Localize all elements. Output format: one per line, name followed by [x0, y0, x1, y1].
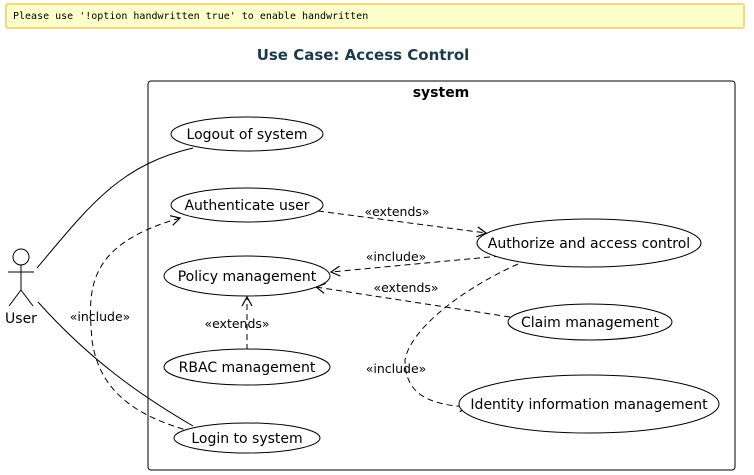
- use-case-label: Policy management: [178, 269, 317, 285]
- actor-user[interactable]: User: [5, 248, 37, 327]
- use-case-ellipse: [170, 187, 324, 223]
- use-case-logout[interactable]: Logout of system: [170, 116, 324, 152]
- label-rbac-policy: «extends»: [204, 316, 269, 331]
- association-user-login: [37, 301, 194, 427]
- use-case-claim[interactable]: Claim management: [507, 303, 673, 341]
- use-case-label: Logout of system: [187, 127, 308, 143]
- label-authorize-identity: «include»: [366, 361, 427, 376]
- use-case-authorize[interactable]: Authorize and access control: [476, 218, 702, 268]
- use-case-label: RBAC management: [179, 360, 316, 376]
- actor-label: User: [5, 311, 37, 327]
- relation-authorize-to-identity: [404, 263, 519, 413]
- use-case-ellipse: [170, 116, 324, 152]
- relation-claim-to-policy: [314, 282, 511, 318]
- use-case-label: Claim management: [521, 315, 660, 331]
- relation-authenticate-to-authorize: [317, 210, 488, 238]
- use-case-ellipse: [163, 255, 331, 297]
- diagram-title: Use Case: Access Control: [257, 46, 470, 64]
- label-login-authenticate: «include»: [70, 309, 131, 324]
- system-boundary: [147, 80, 736, 471]
- system-label: system: [413, 85, 470, 101]
- use-case-authenticate[interactable]: Authenticate user: [170, 187, 324, 223]
- use-case-rbac[interactable]: RBAC management: [163, 348, 331, 386]
- use-case-policy[interactable]: Policy management: [163, 255, 331, 297]
- actor-leg-left: [8, 289, 22, 307]
- actor-leg-right: [20, 289, 34, 307]
- use-case-ellipse: [458, 374, 720, 434]
- use-case-ellipse: [173, 422, 321, 454]
- use-case-identity[interactable]: Identity information management: [458, 374, 720, 434]
- use-case-label: Identity information management: [470, 397, 708, 413]
- use-case-label: Login to system: [191, 431, 302, 447]
- relation-authorize-to-policy: [329, 255, 501, 277]
- use-case-ellipse: [163, 348, 331, 386]
- relation-login-to-authenticate: [90, 215, 194, 433]
- use-case-ellipse: [507, 303, 673, 341]
- use-case-label: Authenticate user: [184, 198, 309, 214]
- association-user-logout: [36, 147, 194, 269]
- actor-head: [12, 248, 30, 266]
- label-authorize-policy: «include»: [366, 249, 427, 264]
- label-claim-policy: «extends»: [373, 280, 438, 295]
- use-case-ellipse: [476, 218, 702, 268]
- label-authenticate-authorize: «extends»: [364, 204, 429, 219]
- use-case-login[interactable]: Login to system: [173, 422, 321, 454]
- handwritten-notice: Please use '!option handwritten true' to…: [5, 3, 745, 29]
- use-case-label: Authorize and access control: [488, 236, 690, 252]
